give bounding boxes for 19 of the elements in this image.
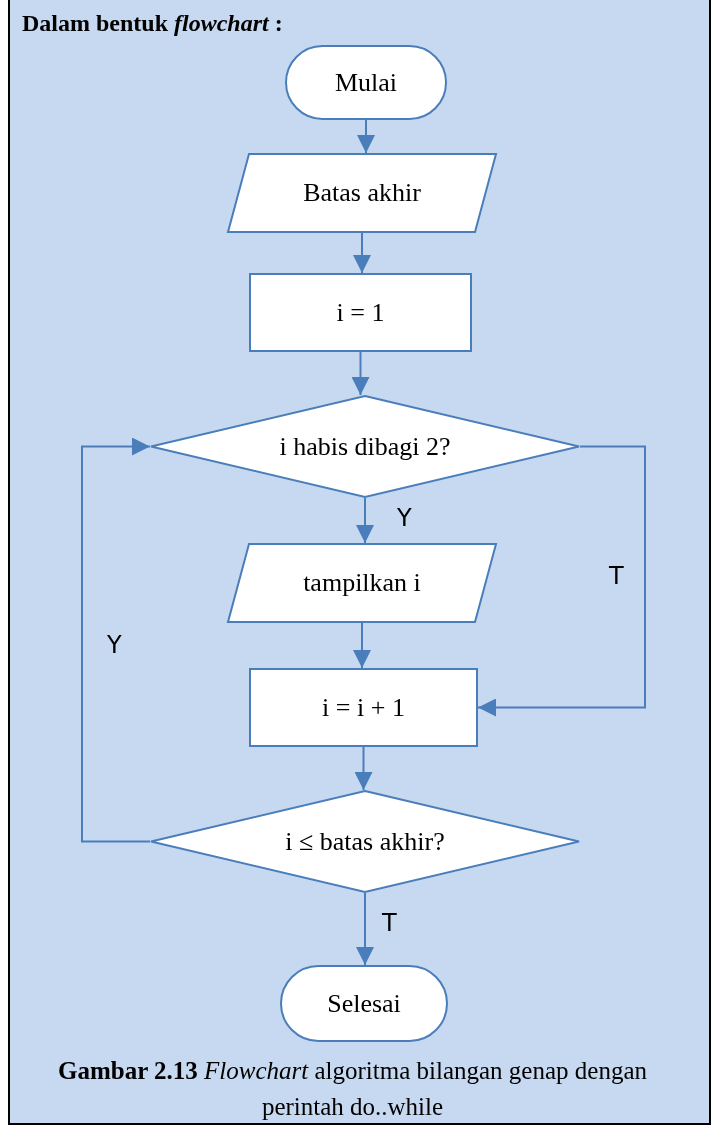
arrow — [356, 497, 374, 544]
input-output-parallelogram: tampilkan i — [227, 543, 497, 623]
arrow — [354, 746, 373, 791]
arrow — [81, 437, 151, 843]
arrow — [353, 232, 371, 274]
arrow — [351, 351, 370, 396]
heading: Dalam bentuk flowchart : — [22, 10, 283, 37]
figure-caption: Gambar 2.13 Flowchart algoritma bilangan genap dengan perintah do..while — [57, 1056, 648, 1123]
terminal-shape: Selesai — [280, 965, 448, 1042]
arrow — [477, 445, 646, 717]
input-output-parallelogram: Batas akhir — [227, 153, 497, 233]
process-box: i = 1 — [249, 273, 472, 352]
arrow — [357, 119, 375, 154]
decision-diamond: i habis dibagi 2? — [150, 395, 580, 498]
arrow — [356, 892, 374, 966]
decision-diamond: i ≤ batas akhir? — [150, 790, 580, 893]
terminal-shape: Mulai — [285, 45, 447, 120]
arrow — [353, 622, 371, 669]
process-box: i = i + 1 — [249, 668, 478, 747]
